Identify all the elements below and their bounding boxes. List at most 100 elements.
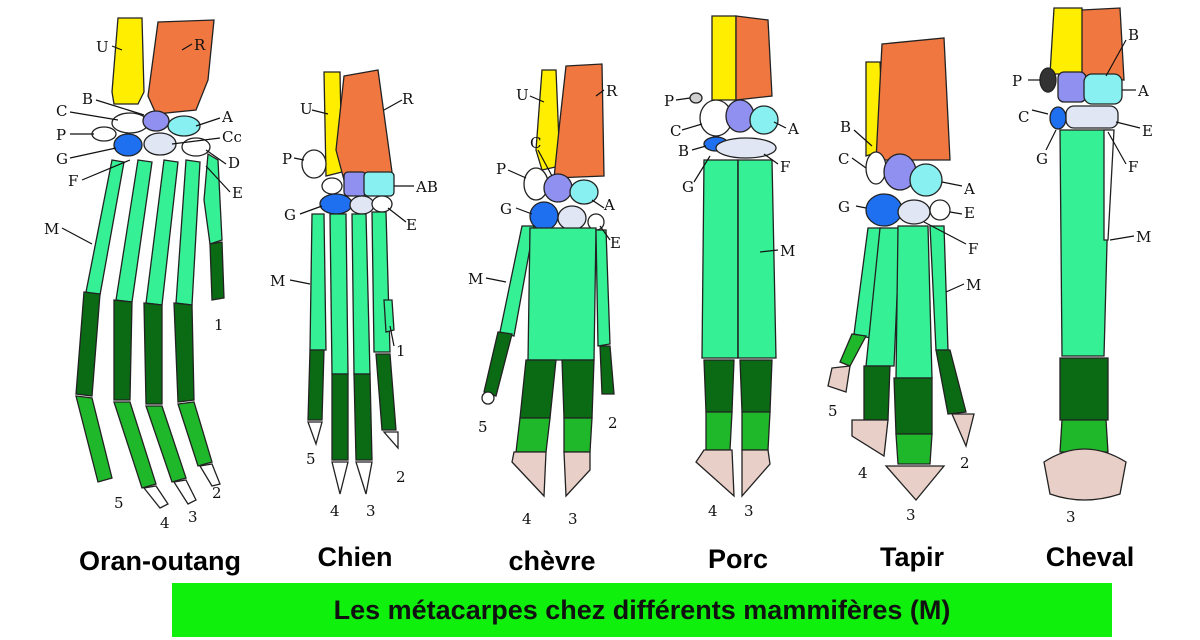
metacarpal-2 [929, 225, 949, 351]
metacarpal-5 [85, 159, 125, 296]
animal-name-chevre: chèvre [508, 546, 595, 576]
animal-name-cheval: Cheval [1046, 542, 1135, 572]
ulna-bone [711, 15, 737, 101]
cheval-foot: B P A C E G F M 3 Cheval [1012, 7, 1153, 572]
metacarpal-4 [865, 227, 901, 367]
phalanx-4a [703, 359, 735, 413]
radius-bone [147, 19, 215, 115]
digit-3: 3 [568, 510, 578, 528]
phalanx-4b [705, 411, 733, 451]
hoof-4 [511, 451, 547, 498]
metacarpal-cannon [527, 227, 597, 361]
carpal-pale [349, 195, 375, 215]
digit-2: 2 [960, 454, 970, 472]
phalanx-4a [113, 299, 133, 401]
label-e: E [406, 216, 417, 234]
label-b: B [1128, 26, 1139, 44]
carpal-ab [363, 171, 395, 197]
hoof-3 [741, 449, 771, 498]
label-g: G [56, 150, 68, 168]
phalanx-3a [353, 373, 373, 461]
animal-name-tapir: Tapir [880, 542, 944, 572]
carpal-a [167, 115, 201, 137]
carpal-b [1057, 71, 1087, 103]
hoof-3 [563, 451, 591, 498]
label-m: M [44, 220, 59, 238]
carpal-g [113, 133, 143, 157]
label-e: E [232, 184, 243, 202]
carpal-g [319, 193, 353, 215]
carpal-c [865, 151, 887, 185]
radius-bone [735, 15, 773, 101]
digit-3: 3 [1066, 508, 1076, 526]
label-g: G [284, 206, 296, 224]
label-f: F [780, 158, 790, 176]
phalanx-4a [519, 359, 557, 419]
hoof-4 [851, 419, 889, 458]
label-c: C [838, 150, 849, 168]
metacarpal-3 [895, 225, 933, 379]
hoof-3 [1043, 448, 1127, 501]
digit-5: 5 [828, 402, 838, 420]
label-r: R [402, 90, 414, 108]
carpal-p [301, 149, 327, 179]
phalanx-4a [331, 373, 349, 461]
phalanx-3b [741, 411, 771, 451]
chevre-foot: U R C P A G E M 5 4 3 2 chèvre [468, 63, 621, 576]
carpal-small [321, 177, 343, 195]
animal-name-chien: Chien [317, 542, 392, 572]
label-r: R [194, 36, 206, 54]
label-p: P [496, 160, 506, 178]
radius-bone [335, 69, 393, 181]
label-f: F [68, 172, 78, 190]
label-c: C [1018, 108, 1029, 126]
hoof-2 [951, 413, 975, 449]
phalanx-3b [145, 405, 187, 483]
phalanx-3a [143, 302, 163, 405]
carpal-p [689, 92, 703, 104]
tip-2 [198, 463, 221, 487]
orang-outang-hand: U R B C A P Cc G D F E M 1 5 4 3 2 Oran-… [44, 17, 243, 576]
title-banner: Les métacarpes chez différents mammifère… [172, 583, 1112, 637]
carpal-d [181, 137, 211, 157]
carpal-pale [557, 205, 587, 231]
hoof-4 [695, 449, 735, 498]
carpal-a [749, 105, 779, 135]
metacarpal-1 [383, 299, 395, 333]
digit-4: 4 [522, 510, 532, 528]
digit-4: 4 [160, 514, 170, 532]
animal-name-porc: Porc [708, 544, 768, 574]
label-a: A [963, 180, 975, 198]
phalanx-3a [561, 359, 595, 419]
metacarpal-5 [309, 213, 327, 351]
metacarpal-2 [175, 159, 201, 306]
phalanx-5 [483, 331, 513, 397]
carpal-a [909, 163, 943, 197]
diagram-title: Les métacarpes chez différents mammifère… [333, 594, 951, 625]
tip-5 [481, 391, 495, 405]
digit-2: 2 [608, 414, 618, 432]
label-p: P [1012, 72, 1022, 90]
label-u: U [516, 86, 529, 104]
label-d: D [228, 154, 240, 172]
phalanx-5 [839, 333, 868, 367]
tip-4 [142, 485, 169, 509]
carpal-p [91, 126, 117, 142]
label-p: P [56, 126, 66, 144]
carpal-e [929, 199, 951, 221]
phalanx-4b [113, 401, 157, 489]
label-g: G [682, 178, 694, 196]
porc-foot: P A C B F G M 4 3 Porc [664, 15, 799, 574]
label-p: P [282, 150, 292, 168]
digit-2: 2 [396, 468, 406, 486]
label-f: F [1128, 158, 1138, 176]
carpal-pale [1065, 105, 1119, 129]
metacarpal-1 [203, 152, 223, 245]
phalanx-5b [75, 395, 113, 483]
hoof-5 [827, 365, 851, 393]
label-m: M [270, 272, 285, 290]
label-r: R [606, 82, 618, 100]
digit-4: 4 [330, 502, 340, 520]
tip-2 [382, 431, 399, 450]
